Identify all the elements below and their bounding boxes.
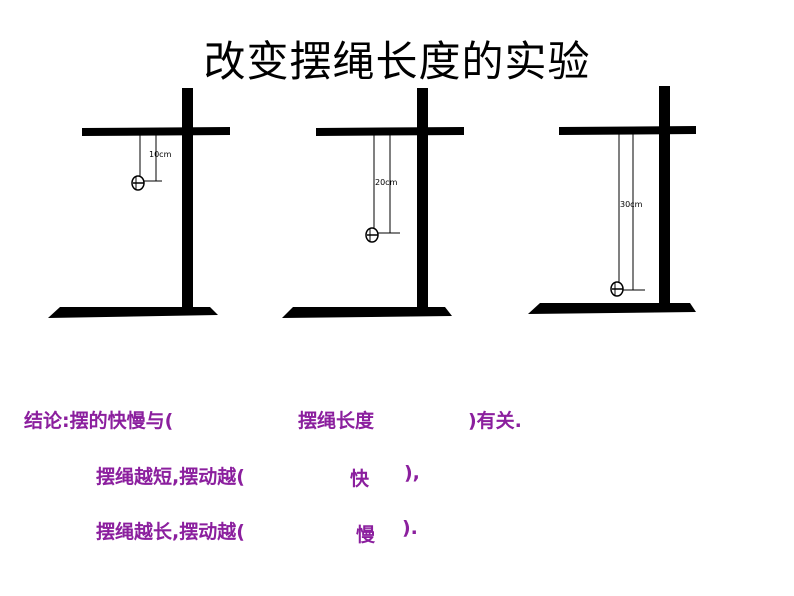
stand-pole bbox=[417, 88, 428, 312]
stand-arm bbox=[559, 126, 696, 135]
conclusion-line-2-prefix: 摆绳越短,摆动越( bbox=[96, 466, 245, 488]
stand-base bbox=[528, 303, 696, 314]
conclusion-line-1-suffix: )有关. bbox=[468, 410, 522, 432]
conclusion-line-1-prefix: 结论:摆的快慢与( bbox=[24, 410, 174, 432]
page-title: 改变摆绳长度的实验 bbox=[203, 37, 591, 86]
pendulum-bob bbox=[610, 281, 624, 297]
conclusion-line-1-answer: 摆绳长度 bbox=[298, 410, 375, 432]
length-label: 20cm bbox=[375, 178, 398, 187]
conclusion-line-2-suffix: ), bbox=[404, 462, 420, 484]
stand-pole bbox=[659, 86, 670, 310]
stand-20cm: 20cm bbox=[282, 88, 464, 318]
stand-pole bbox=[182, 88, 193, 312]
stand-30cm: 30cm bbox=[528, 86, 696, 314]
conclusion-line-3-prefix: 摆绳越长,摆动越( bbox=[96, 521, 245, 543]
length-label: 30cm bbox=[620, 200, 643, 209]
stand-arm bbox=[82, 127, 230, 136]
conclusion-line-3-suffix: ). bbox=[402, 517, 418, 539]
conclusion-line-2-answer: 快 bbox=[350, 468, 370, 490]
conclusion-line-3-answer: 慢 bbox=[356, 524, 376, 546]
stand-base bbox=[48, 307, 218, 318]
stand-base bbox=[282, 307, 452, 318]
pendulum-bob bbox=[131, 175, 145, 191]
stand-arm bbox=[316, 127, 464, 136]
pendulum-bob bbox=[365, 227, 379, 243]
length-label: 10cm bbox=[149, 150, 172, 159]
stand-10cm: 10cm bbox=[48, 88, 230, 318]
